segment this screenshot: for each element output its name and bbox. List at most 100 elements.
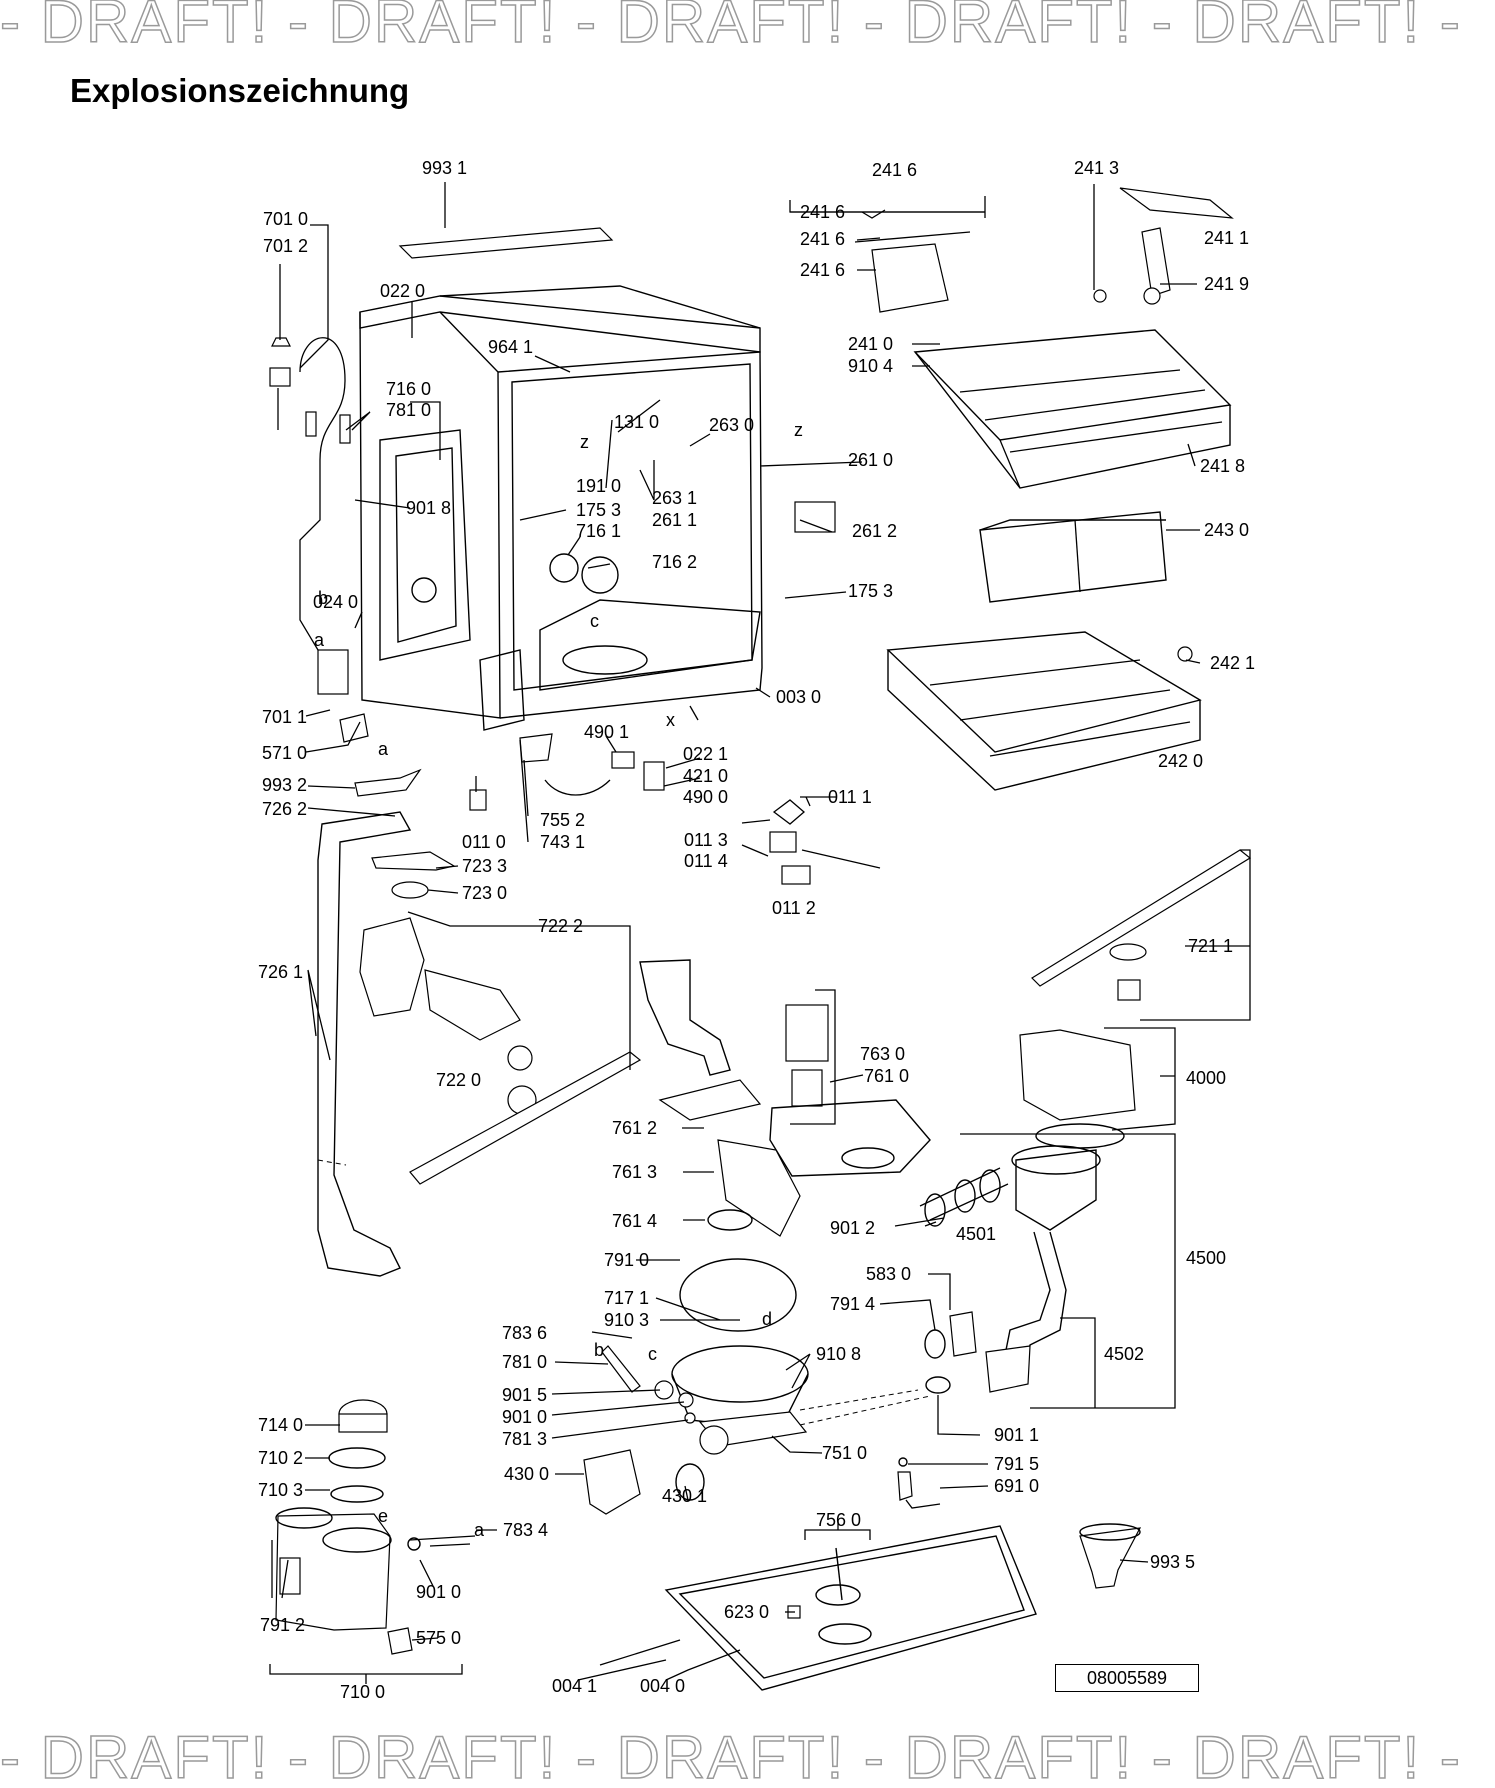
part-label-2410: 241 0 bbox=[848, 334, 893, 354]
part-label-7233: 723 3 bbox=[462, 856, 507, 876]
part-label-7834: 783 4 bbox=[503, 1520, 548, 1540]
part-label-0040: 004 0 bbox=[640, 1676, 685, 1696]
part-label-7912: 791 2 bbox=[260, 1615, 305, 1635]
part-label-0113: 011 3 bbox=[684, 830, 728, 850]
part-label-7431: 743 1 bbox=[540, 832, 585, 852]
part-label-0220: 022 0 bbox=[380, 281, 425, 301]
part-label-7011: 701 1 bbox=[262, 707, 307, 727]
part-label-9932: 993 2 bbox=[262, 775, 307, 795]
part-label-7630: 763 0 bbox=[860, 1044, 905, 1064]
letter-c-2: c bbox=[648, 1344, 657, 1364]
part-label-7222: 722 2 bbox=[538, 916, 583, 936]
leader-lines bbox=[269, 182, 1251, 1684]
part-label-1753a: 175 3 bbox=[576, 500, 621, 520]
letter-d: d bbox=[762, 1309, 772, 1329]
part-label-7810b: 781 0 bbox=[502, 1352, 547, 1372]
letter-b: b bbox=[318, 588, 328, 608]
part-label-2421: 242 1 bbox=[1210, 653, 1255, 673]
part-label-2610: 261 0 bbox=[848, 450, 893, 470]
part-label-7100: 710 0 bbox=[340, 1682, 385, 1702]
part-label-7813: 781 3 bbox=[502, 1429, 547, 1449]
part-label-5750: 575 0 bbox=[416, 1628, 461, 1648]
part-label-4300: 430 0 bbox=[504, 1464, 549, 1484]
part-label-2416b: 241 6 bbox=[800, 229, 845, 249]
part-label-0111: 011 1 bbox=[828, 787, 872, 807]
part-label-9010: 901 0 bbox=[502, 1407, 547, 1427]
part-label-7220: 722 0 bbox=[436, 1070, 481, 1090]
part-label-9015: 901 5 bbox=[502, 1385, 547, 1405]
part-label-7160: 716 0 bbox=[386, 379, 431, 399]
part-label-0114: 011 4 bbox=[684, 851, 728, 871]
assembly-letters: a b c a x z z d b c e a bbox=[314, 420, 803, 1540]
part-label-7211: 721 1 bbox=[1188, 936, 1233, 956]
part-label-2416: 241 6 bbox=[872, 160, 917, 180]
part-label-7262: 726 2 bbox=[262, 799, 307, 819]
part-label-4502: 4502 bbox=[1104, 1344, 1144, 1364]
part-label-2420: 242 0 bbox=[1158, 751, 1203, 771]
part-label-4901: 490 1 bbox=[584, 722, 629, 742]
letter-b-2: b bbox=[594, 1340, 604, 1360]
part-label-2413: 241 3 bbox=[1074, 158, 1119, 178]
part-label-7171: 717 1 bbox=[604, 1288, 649, 1308]
part-label-9931: 993 1 bbox=[422, 158, 467, 178]
part-label-1310: 131 0 bbox=[614, 412, 659, 432]
part-label-2418: 241 8 bbox=[1200, 456, 1245, 476]
part-label-7910: 791 0 bbox=[604, 1250, 649, 1270]
part-label-2611: 261 1 bbox=[652, 510, 697, 530]
part-label-2612: 261 2 bbox=[852, 521, 897, 541]
letter-z-1: z bbox=[580, 432, 589, 452]
part-label-7140: 714 0 bbox=[258, 1415, 303, 1435]
part-label-5710: 571 0 bbox=[262, 743, 307, 763]
part-label-2630: 263 0 bbox=[709, 415, 754, 435]
part-label-0240: 024 0 bbox=[313, 592, 358, 612]
page-title: Explosionszeichnung bbox=[70, 72, 410, 109]
part-label-0041: 004 1 bbox=[552, 1676, 597, 1696]
part-label-9018: 901 8 bbox=[406, 498, 451, 518]
document-number: 08005589 bbox=[1055, 1664, 1199, 1692]
part-label-2416c: 241 6 bbox=[800, 260, 845, 280]
part-label-7162: 716 2 bbox=[652, 552, 697, 572]
part-label-9010b: 901 0 bbox=[416, 1582, 461, 1602]
letter-a-571: a bbox=[378, 739, 389, 759]
part-label-9103: 910 3 bbox=[604, 1310, 649, 1330]
part-label-7614: 761 4 bbox=[612, 1211, 657, 1231]
part-label-4000: 4000 bbox=[1186, 1068, 1226, 1088]
part-label-0112: 011 2 bbox=[772, 898, 816, 918]
part-label-9011: 901 1 bbox=[994, 1425, 1039, 1445]
letter-a-2: a bbox=[474, 1520, 485, 1540]
part-label-7612: 761 2 bbox=[612, 1118, 657, 1138]
letter-c: c bbox=[590, 611, 599, 631]
part-label-0110: 011 0 bbox=[462, 832, 506, 852]
part-label-7230: 723 0 bbox=[462, 883, 507, 903]
part-label-9935: 993 5 bbox=[1150, 1552, 1195, 1572]
part-label-4900: 490 0 bbox=[683, 787, 728, 807]
part-label-7510: 751 0 bbox=[822, 1443, 867, 1463]
part-label-7552: 755 2 bbox=[540, 810, 585, 830]
part-label-7012: 701 2 bbox=[263, 236, 308, 256]
part-number-labels: 993 1 701 0 701 2 022 0 964 1 716 0 781 … bbox=[258, 158, 1255, 1702]
part-label-2430: 243 0 bbox=[1204, 520, 1249, 540]
part-label-7560: 756 0 bbox=[816, 1510, 861, 1530]
part-label-5830: 583 0 bbox=[866, 1264, 911, 1284]
part-label-2419: 241 9 bbox=[1204, 274, 1249, 294]
part-label-2631: 263 1 bbox=[652, 488, 697, 508]
part-label-6910: 691 0 bbox=[994, 1476, 1039, 1496]
letter-e: e bbox=[378, 1506, 388, 1526]
part-label-4501: 4501 bbox=[956, 1224, 996, 1244]
part-label-9108: 910 8 bbox=[816, 1344, 861, 1364]
part-label-1753b: 175 3 bbox=[848, 581, 893, 601]
part-label-7103: 710 3 bbox=[258, 1480, 303, 1500]
draft-watermark-top: - DRAFT! - DRAFT! - DRAFT! - DRAFT! - DR… bbox=[0, 0, 1462, 52]
part-label-7810: 781 0 bbox=[386, 400, 431, 420]
part-label-4500: 4500 bbox=[1186, 1248, 1226, 1268]
part-label-2416a: 241 6 bbox=[800, 202, 845, 222]
part-label-1910: 191 0 bbox=[576, 476, 621, 496]
part-label-4210: 421 0 bbox=[683, 766, 728, 786]
part-label-7914: 791 4 bbox=[830, 1294, 875, 1314]
part-label-4301: 430 1 bbox=[662, 1486, 707, 1506]
part-label-9104: 910 4 bbox=[848, 356, 893, 376]
part-label-9012: 901 2 bbox=[830, 1218, 875, 1238]
part-label-7261: 726 1 bbox=[258, 962, 303, 982]
letter-z-2: z bbox=[794, 420, 803, 440]
